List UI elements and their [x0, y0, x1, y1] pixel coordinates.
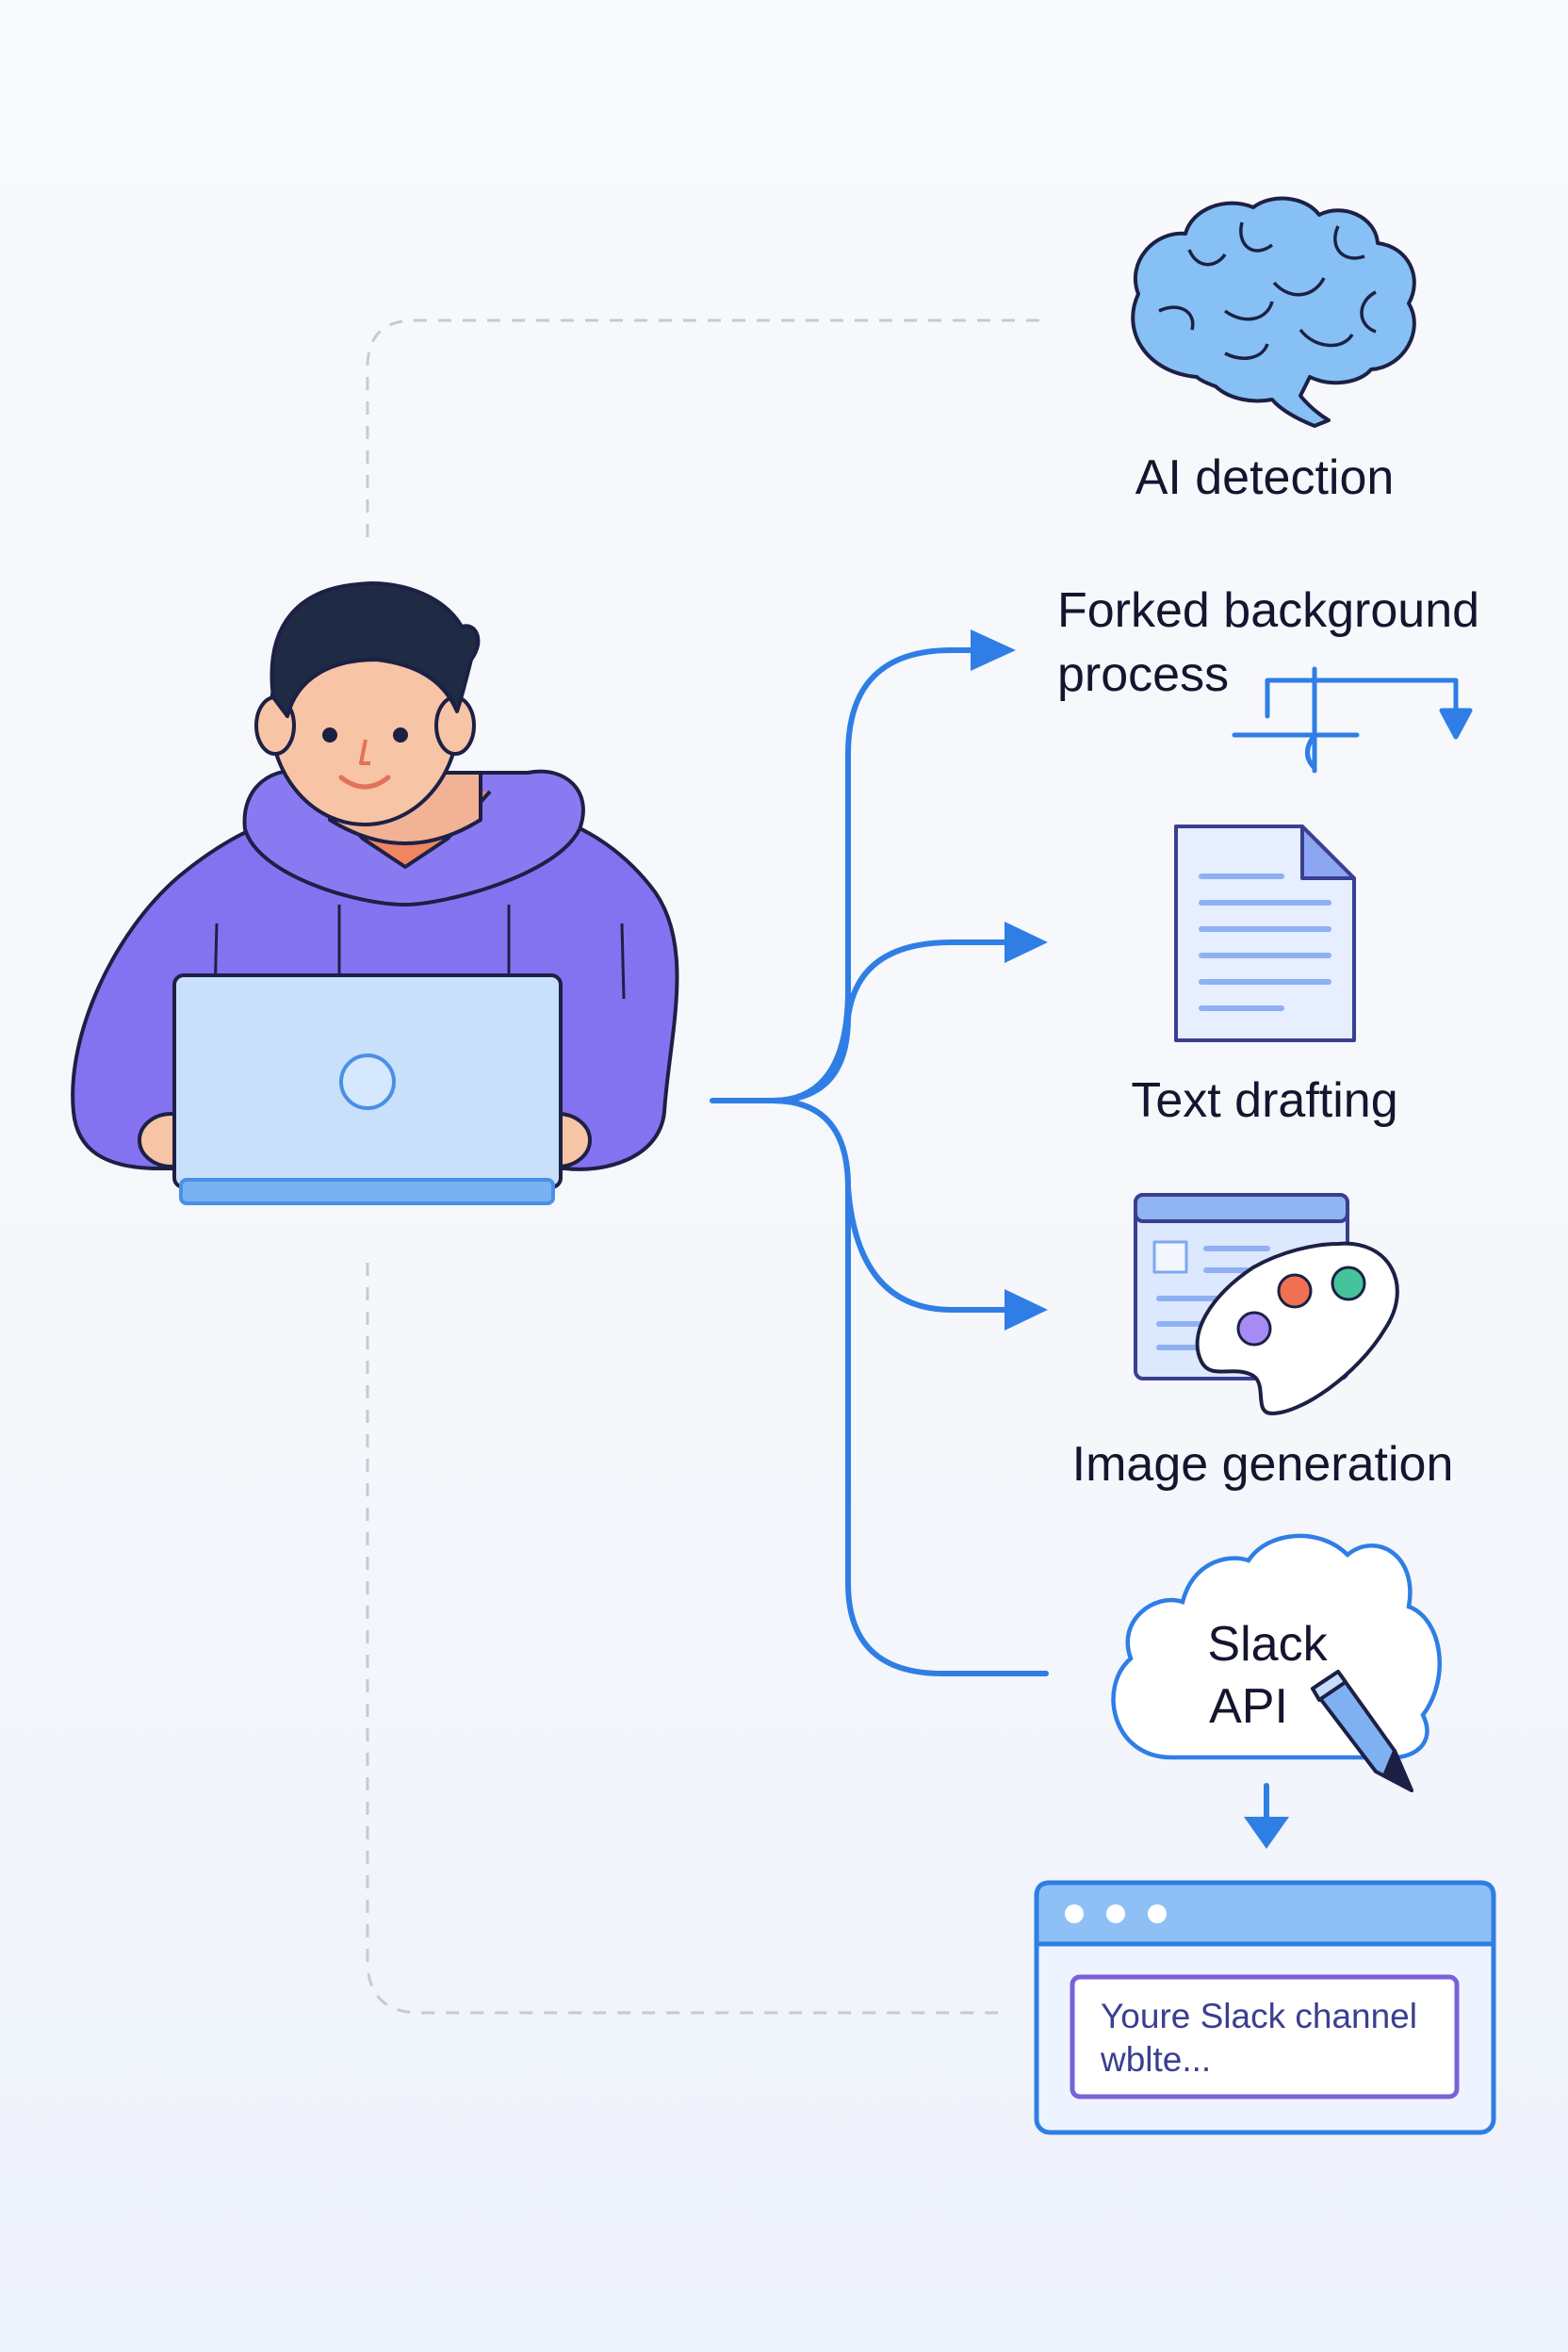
pencil-icon — [1311, 1670, 1413, 1792]
hair — [270, 581, 481, 718]
window-message-line1: Youre Slack channel — [1101, 1997, 1417, 2035]
branch-connectors — [710, 647, 1049, 1676]
arrow-text — [1004, 922, 1048, 963]
dashed-frame-bottom — [366, 1263, 999, 2015]
node-text-drafting-label: Text drafting — [1131, 1073, 1398, 1128]
connector-to-slack — [770, 1098, 1049, 1676]
person-with-laptop-icon — [71, 581, 679, 1205]
image-palette-icon — [1134, 1193, 1399, 1415]
arrow-forked — [971, 629, 1016, 671]
connector-to-image — [770, 1098, 1011, 1313]
dashed-frame-top — [366, 318, 1046, 537]
node-forked-label-line1: Forked background — [1057, 583, 1480, 638]
connector-to-text — [770, 939, 1011, 1103]
arrow-cloud-to-window — [1244, 1783, 1289, 1849]
laptop-logo — [339, 1054, 396, 1110]
brain-icon — [1131, 196, 1416, 428]
laptop-base — [179, 1178, 555, 1205]
message-field — [1070, 1974, 1460, 2099]
browser-window-icon — [1034, 1880, 1496, 2135]
node-slack-label-line1: Slack — [1207, 1617, 1328, 1672]
node-image-generation-label: Image generation — [1071, 1437, 1454, 1492]
node-ai-detection-label: AI detection — [1135, 450, 1395, 505]
connector-to-forked — [770, 647, 973, 1103]
window-message-line2: wblte... — [1101, 2040, 1212, 2079]
document-icon — [1174, 825, 1356, 1042]
fork-branch-icon — [1232, 666, 1473, 774]
node-forked-label-line2: process — [1057, 647, 1230, 702]
arrow-image — [1004, 1289, 1048, 1331]
branch-arrowheads — [971, 629, 1048, 1331]
node-slack-label-line2: API — [1209, 1679, 1288, 1734]
